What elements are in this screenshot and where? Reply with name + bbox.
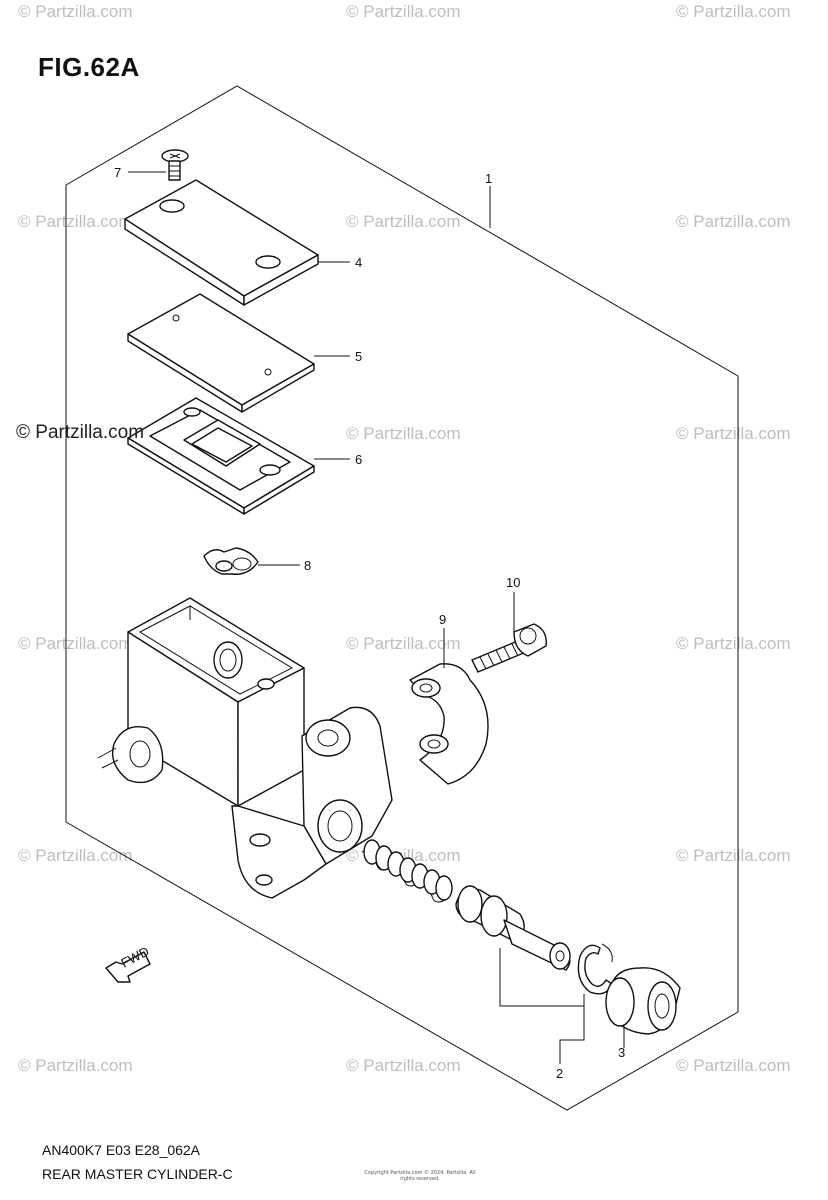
part-10-bolt[interactable] [471, 623, 547, 673]
watermark: © Partzilla.com [676, 634, 791, 653]
callout-5: 5 [355, 349, 362, 364]
watermark: © Partzilla.com [346, 1056, 461, 1075]
callout-3: 3 [618, 1045, 625, 1060]
watermark: © Partzilla.com [18, 634, 133, 653]
part-5-plate[interactable] [127, 293, 315, 413]
part-2-piston-assembly[interactable] [359, 839, 571, 971]
part-7-screw[interactable] [161, 149, 189, 181]
callout-9: 9 [439, 612, 446, 627]
watermark: © Partzilla.com [18, 846, 133, 865]
watermark: © Partzilla.com [346, 2, 461, 21]
part-8-nut[interactable] [203, 547, 259, 575]
part-9-clamp[interactable] [409, 663, 489, 785]
watermark: © Partzilla.com [18, 1056, 133, 1075]
callout-10: 10 [506, 575, 520, 590]
assembly-boundary [65, 85, 739, 1111]
leader-2 [499, 948, 585, 1064]
watermark: © Partzilla.com [346, 634, 461, 653]
figure-title: FIG.62A [38, 52, 140, 82]
callout-4: 4 [355, 255, 362, 270]
watermark: © Partzilla.com [676, 846, 791, 865]
diagram-code: AN400K7 E03 E28_062A [42, 1142, 201, 1158]
copyright-note: Copyright Partzilla.com © 2024. Partzill… [364, 1170, 476, 1182]
part-4-reservoir-cap[interactable] [124, 179, 319, 306]
watermark: © Partzilla.com [676, 2, 791, 21]
watermark: © Partzilla.com [18, 212, 133, 231]
part-3-boot[interactable] [605, 967, 681, 1035]
watermark: © Partzilla.com [346, 212, 461, 231]
watermark-dark: © Partzilla.com [16, 422, 145, 443]
watermark: © Partzilla.com [676, 212, 791, 231]
fwd-arrow-icon: FWD [105, 944, 152, 983]
callout-8: 8 [304, 558, 311, 573]
callout-7: 7 [114, 165, 121, 180]
diagram-name: REAR MASTER CYLINDER-C [42, 1166, 233, 1182]
callout-2: 2 [556, 1066, 563, 1081]
callout-1: 1 [485, 171, 492, 186]
watermark: © Partzilla.com [346, 424, 461, 443]
part-2-circlip[interactable] [577, 943, 613, 995]
part-6-diaphragm[interactable] [127, 397, 315, 515]
part-1-master-cylinder-body[interactable] [97, 597, 393, 899]
watermark: © Partzilla.com [18, 2, 133, 21]
watermark: © Partzilla.com [676, 1056, 791, 1075]
watermark: © Partzilla.com [676, 424, 791, 443]
callout-6: 6 [355, 452, 362, 467]
